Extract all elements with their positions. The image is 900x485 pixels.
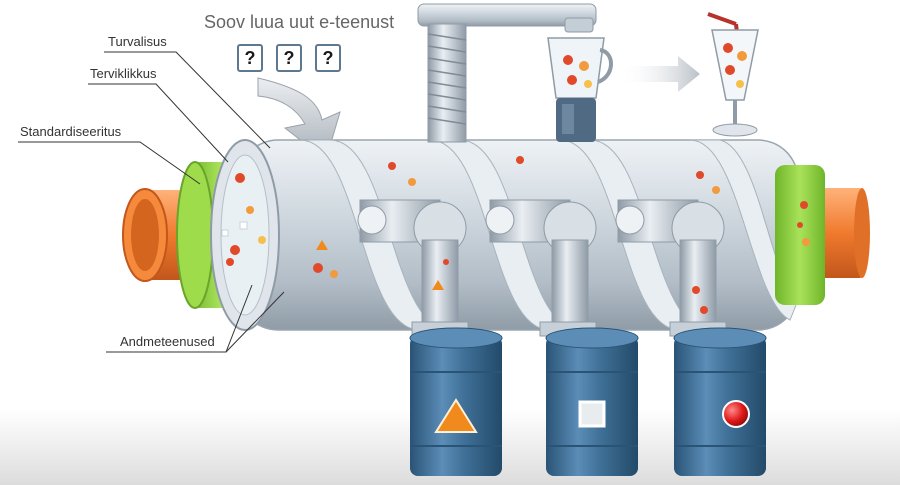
question-mark-box-1: ? [237,44,263,72]
barrel-outlet-2 [485,199,639,476]
label-standardiseeritus: Standardiseeritus [20,124,122,139]
data-particles [221,156,810,278]
square-icon [578,400,606,428]
label-terviklikkus: Terviklikkus [90,66,157,81]
smoothie-glass-icon [707,12,759,137]
question-mark-box-2: ? [276,44,302,72]
label-leader-lines [18,51,285,353]
new-service-prompt: Soov luua uut e-teenust [204,12,395,32]
barrel-outlet-3 [615,199,767,476]
label-andmeteenused: Andmeteenused [120,334,215,349]
output-arrow [620,56,700,92]
barrel-outlet-1 [357,199,503,476]
question-mark-box-3: ? [315,44,341,72]
red-circle-icon [722,400,750,428]
label-turvalisus: Turvalisus [108,34,167,49]
warning-triangle-icon [434,398,478,433]
blender-icon [547,37,613,142]
right-green-ring [775,165,825,305]
top-tap-pipe [417,3,597,27]
